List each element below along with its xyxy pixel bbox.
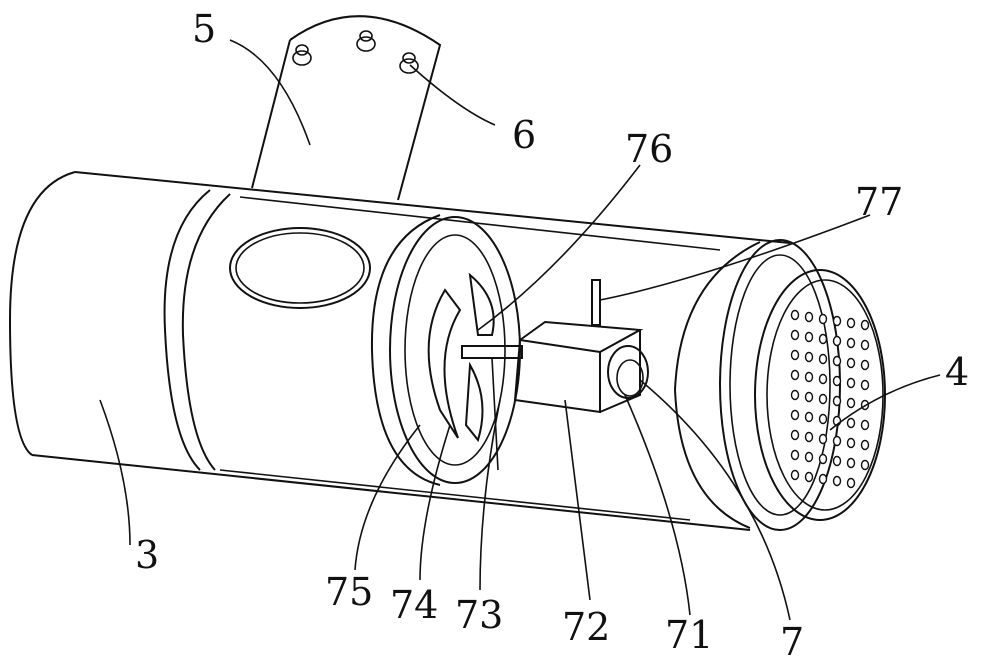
perforation-hole [820, 315, 827, 324]
perforation-hole [820, 355, 827, 364]
end-cap-4 [675, 240, 885, 530]
perforation-hole [792, 391, 799, 400]
perforation-hole [848, 419, 855, 428]
label-71: 71 [665, 613, 713, 657]
perforation-hole [806, 453, 813, 462]
perforation-hole [834, 477, 841, 486]
perforation-hole [792, 331, 799, 340]
cylinder-3 [10, 172, 790, 530]
perforation-hole [862, 381, 869, 390]
perforation-hole [834, 437, 841, 446]
perforation-hole [848, 399, 855, 408]
perforation-hole [806, 393, 813, 402]
perforation-hole [834, 397, 841, 406]
perforation-hole [862, 361, 869, 370]
rod-77 [592, 280, 600, 325]
perforation-hole [834, 357, 841, 366]
perforation-hole [792, 451, 799, 460]
perforation-hole [806, 353, 813, 362]
label-76: 76 [625, 127, 673, 171]
perforation-hole [848, 479, 855, 488]
label-74: 74 [390, 583, 438, 627]
perforation-hole [862, 461, 869, 470]
perforation-hole [806, 333, 813, 342]
perforation-hole [834, 337, 841, 346]
perforation-hole [848, 439, 855, 448]
perforation-hole [806, 313, 813, 322]
coupling-71 [608, 346, 648, 398]
label-6: 6 [512, 113, 536, 157]
label-5: 5 [192, 7, 216, 51]
perforation-hole [848, 459, 855, 468]
label-4: 4 [945, 350, 969, 394]
inlet-opening [230, 228, 370, 308]
perforation-hole [792, 411, 799, 420]
perforation-hole [834, 377, 841, 386]
perforation-hole [792, 351, 799, 360]
perforation-hole [848, 379, 855, 388]
perforation-hole [848, 359, 855, 368]
label-3: 3 [135, 533, 159, 577]
perforation-hole [834, 317, 841, 326]
perforation-hole [862, 441, 869, 450]
perforation-hole [820, 455, 827, 464]
perforation-hole [820, 475, 827, 484]
perforation-hole [848, 319, 855, 328]
perforation-hole [848, 339, 855, 348]
perforation-hole [806, 373, 813, 382]
perforation-hole [820, 335, 827, 344]
label-72: 72 [562, 605, 610, 649]
perforation-hole [862, 421, 869, 430]
perforation-hole [820, 415, 827, 424]
label-75: 75 [325, 570, 373, 614]
perforation-hole [820, 395, 827, 404]
perforation-hole [862, 321, 869, 330]
perforation-hole [820, 375, 827, 384]
bolts-6 [293, 31, 418, 73]
label-73: 73 [455, 593, 503, 637]
perforation-hole [806, 433, 813, 442]
label-7: 7 [780, 620, 804, 664]
perforation-hole [792, 431, 799, 440]
pipe-5 [252, 16, 440, 200]
perforation-hole [792, 471, 799, 480]
perforation-hole [806, 413, 813, 422]
perforation-hole [792, 311, 799, 320]
perforation-hole [792, 371, 799, 380]
perforation-hole [820, 435, 827, 444]
perforation-hole [862, 341, 869, 350]
label-77: 77 [855, 180, 903, 224]
perforation-hole [806, 473, 813, 482]
perforation-hole [834, 457, 841, 466]
